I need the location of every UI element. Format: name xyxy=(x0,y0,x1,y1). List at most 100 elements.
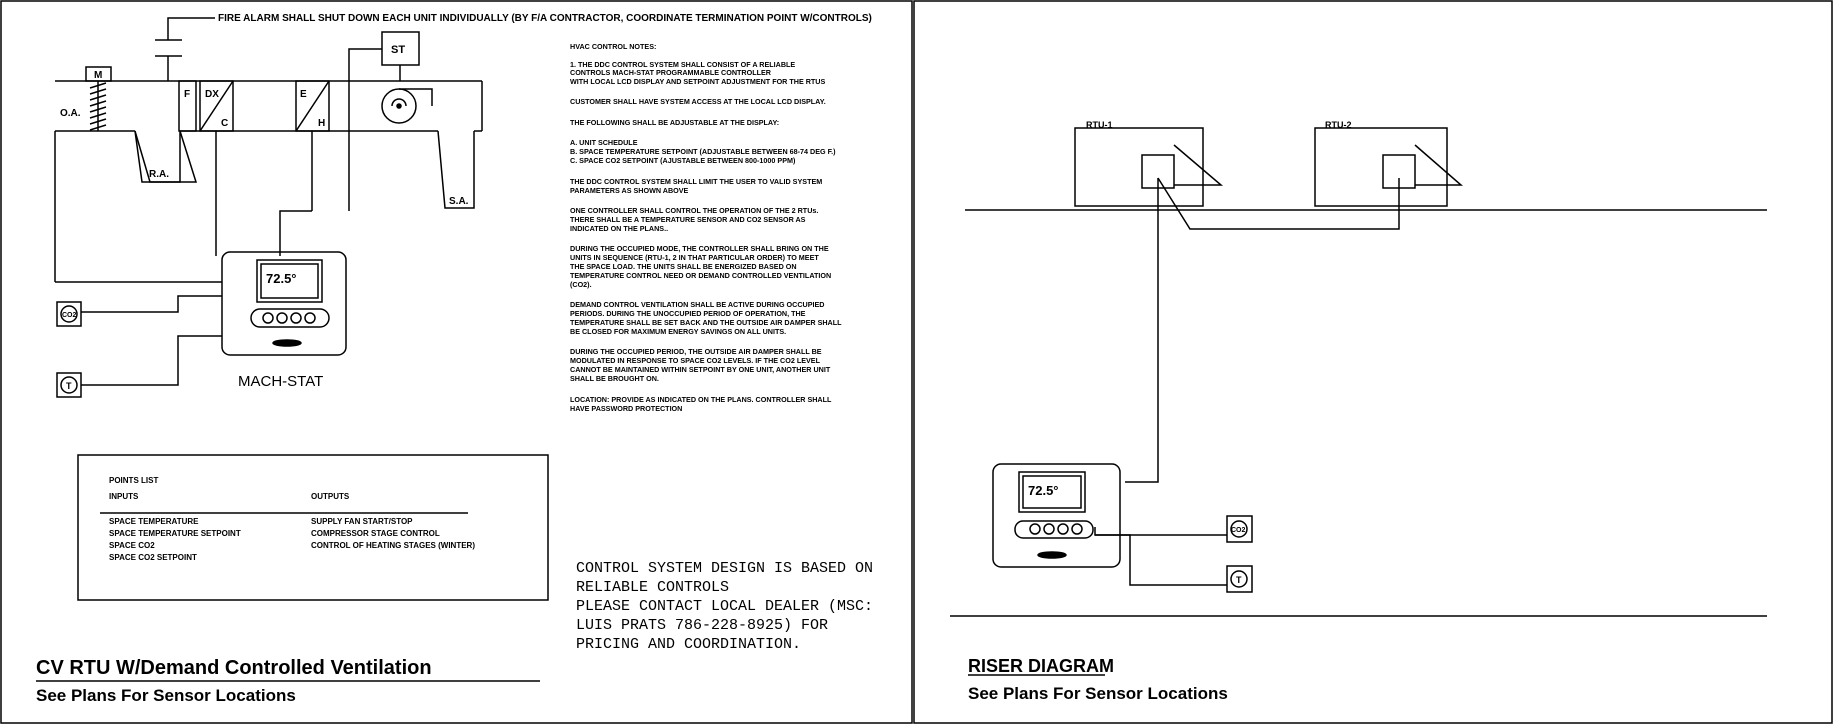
controller-btn-2 xyxy=(277,313,287,323)
supply-air-label: S.A. xyxy=(449,196,469,207)
return-air-label: R.A. xyxy=(149,169,169,180)
heater-h-label: H xyxy=(318,118,325,129)
control-schematic xyxy=(36,18,548,681)
points-list-output: CONTROL OF HEATING STAGES (WINTER) xyxy=(311,541,475,550)
riser-controller-screen xyxy=(1023,476,1081,508)
riser-controller-logo xyxy=(1038,552,1066,558)
note-line: THE SPACE LOAD. THE UNITS SHALL BE ENERG… xyxy=(570,262,797,271)
note-line: WITH LOCAL LCD DISPLAY AND SETPOINT ADJU… xyxy=(570,77,826,86)
left-panel-border xyxy=(1,1,912,723)
note-line: CUSTOMER SHALL HAVE SYSTEM ACCESS AT THE… xyxy=(570,97,826,106)
controller-name-label: MACH-STAT xyxy=(238,373,323,390)
supply-fan-hub xyxy=(397,104,401,108)
damper-blades xyxy=(90,83,106,130)
fire-alarm-note: FIRE ALARM SHALL SHUT DOWN EACH UNIT IND… xyxy=(218,13,872,24)
points-list-inputs-header: INPUTS xyxy=(109,492,139,501)
riser-temp-label: T xyxy=(1236,575,1242,585)
starter-wire-left xyxy=(349,49,382,211)
controller-button-bar xyxy=(251,309,329,327)
note-line: INDICATED ON THE PLANS.. xyxy=(570,224,668,233)
note-line: MODULATED IN RESPONSE TO SPACE CO2 LEVEL… xyxy=(570,356,821,365)
riser-title: RISER DIAGRAM xyxy=(968,656,1114,676)
riser-controller-btn-4 xyxy=(1072,524,1082,534)
damper-label: M xyxy=(94,70,102,81)
controller-screen-frame xyxy=(257,260,322,302)
dx-coil-slash xyxy=(200,81,233,131)
points-list-output: SUPPLY FAN START/STOP xyxy=(311,517,413,526)
supply-fan-outlet xyxy=(399,89,432,106)
note-line: THE FOLLOWING SHALL BE ADJUSTABLE AT THE… xyxy=(570,118,779,127)
note-line: TEMPERATURE CONTROL NEED OR DEMAND CONTR… xyxy=(570,271,831,280)
design-note: CONTROL SYSTEM DESIGN IS BASED ONRELIABL… xyxy=(576,560,873,653)
points-list-input: SPACE TEMPERATURE xyxy=(109,517,199,526)
points-list-title: POINTS LIST xyxy=(109,476,158,485)
note-line: PARAMETERS AS SHOWN ABOVE xyxy=(570,186,689,195)
note-line: 1. THE DDC CONTROL SYSTEM SHALL CONSIST … xyxy=(570,60,795,69)
rtu2-label: RTU-2 xyxy=(1325,120,1352,130)
controller-btn-3 xyxy=(291,313,301,323)
riser-controller-body xyxy=(993,464,1120,567)
riser-controller-btn-2 xyxy=(1044,524,1054,534)
rtu1-hood xyxy=(1174,145,1221,185)
co2-sensor-box xyxy=(57,302,81,326)
note-line: A. UNIT SCHEDULE xyxy=(570,138,638,147)
rtu1-to-controller xyxy=(1125,178,1158,482)
note-line: HAVE PASSWORD PROTECTION xyxy=(570,404,682,413)
design-note-line: RELIABLE CONTROLS xyxy=(576,579,729,596)
rtu1-box xyxy=(1075,128,1203,206)
temp-sensor-box xyxy=(57,373,81,397)
points-list-input: SPACE TEMPERATURE SETPOINT xyxy=(109,529,241,538)
note-line: LOCATION: PROVIDE AS INDICATED ON THE PL… xyxy=(570,395,832,404)
riser-controller-screen-frame xyxy=(1019,472,1085,512)
note-line: THERE SHALL BE A TEMPERATURE SENSOR AND … xyxy=(570,215,806,224)
temp-wire xyxy=(81,336,222,385)
left-subtitle: See Plans For Sensor Locations xyxy=(36,686,296,705)
note-line: DURING THE OCCUPIED MODE, THE CONTROLLER… xyxy=(570,244,829,253)
note-line: THE DDC CONTROL SYSTEM SHALL LIMIT THE U… xyxy=(570,177,822,186)
note-line: HVAC CONTROL NOTES: xyxy=(570,42,656,51)
controller-screen xyxy=(261,264,318,298)
rtu2-hood xyxy=(1415,145,1461,185)
note-line: (CO2). xyxy=(570,280,592,289)
riser-controller-btn-1 xyxy=(1030,524,1040,534)
temp-wire-riser xyxy=(1095,535,1227,585)
note-line: CANNOT BE MAINTAINED WITHIN SETPOINT BY … xyxy=(570,365,831,374)
fire-alarm-leader xyxy=(168,18,215,40)
note-line: B. SPACE TEMPERATURE SETPOINT (ADJUSTABL… xyxy=(570,147,836,156)
controller-btn-1 xyxy=(263,313,273,323)
points-list-outputs-header: OUTPUTS xyxy=(311,492,350,501)
points-list-inputs: SPACE TEMPERATURE SPACE TEMPERATURE SETPO… xyxy=(109,517,241,562)
riser-temp-sensor-dial xyxy=(1231,571,1247,587)
note-line: TEMPERATURE SHALL BE SET BACK AND THE OU… xyxy=(570,318,842,327)
dx-c-label: C xyxy=(221,118,228,129)
heater-slash xyxy=(296,81,329,131)
outside-air-label: O.A. xyxy=(60,108,81,119)
hvac-control-notes: HVAC CONTROL NOTES: 1. THE DDC CONTROL SY… xyxy=(570,42,842,413)
riser-temp-sensor-box xyxy=(1227,566,1252,592)
co2-wire xyxy=(81,296,222,312)
rtu-interconnect xyxy=(1158,178,1399,229)
co2-sensor-dial xyxy=(61,306,77,322)
left-title: CV RTU W/Demand Controlled Ventilation xyxy=(36,657,432,679)
starter-label: ST xyxy=(391,44,405,56)
note-line: UNITS IN SEQUENCE (RTU-1, 2 IN THAT PART… xyxy=(570,253,819,262)
filter-box xyxy=(179,81,196,131)
riser-controller-btn-3 xyxy=(1058,524,1068,534)
supply-air-shape xyxy=(438,131,474,208)
note-line: C. SPACE CO2 SETPOINT (AJUSTABLE BETWEEN… xyxy=(570,156,796,165)
points-list-input: SPACE CO2 SETPOINT xyxy=(109,553,197,562)
riser-co2-sensor-dial xyxy=(1231,521,1247,537)
riser-co2-sensor-box xyxy=(1227,516,1252,542)
rtu1-label: RTU-1 xyxy=(1086,120,1113,130)
temp-sensor-dial xyxy=(61,377,77,393)
design-note-line: PRICING AND COORDINATION. xyxy=(576,636,801,653)
co2-sensor-label: CO2 xyxy=(62,312,77,319)
note-line: SHALL BE BROUGHT ON. xyxy=(570,374,659,383)
note-line: DEMAND CONTROL VENTILATION SHALL BE ACTI… xyxy=(570,300,825,309)
note-line: ONE CONTROLLER SHALL CONTROL THE OPERATI… xyxy=(570,206,818,215)
right-panel-border xyxy=(914,1,1832,723)
note-line: DURING THE OCCUPIED PERIOD, THE OUTSIDE … xyxy=(570,347,822,356)
riser-co2-label: CO2 xyxy=(1231,527,1246,534)
